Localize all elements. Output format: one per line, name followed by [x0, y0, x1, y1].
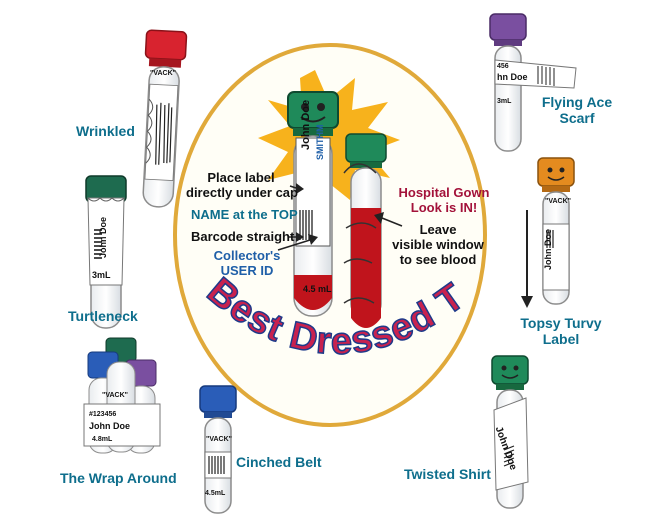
tube-scarf-volume: 3mL — [497, 98, 512, 105]
callout-barcode: Barcode straight — [191, 229, 295, 244]
tube-wrap-name: John Doe — [89, 421, 131, 431]
label-topsy-line1: Topsy Turvy — [520, 315, 602, 331]
label-twisted-shirt: Twisted Shirt — [404, 466, 491, 482]
tube-wrap-volume: 4.8mL — [92, 436, 113, 443]
callout-hospital-gown-line1: Hospital Gown — [398, 185, 490, 200]
topsy-arrowhead — [521, 296, 533, 308]
label-wrinkled: Wrinkled — [76, 123, 135, 139]
callout-name-top: NAME at the TOP — [191, 207, 298, 222]
tube-twisted-shirt — [491, 355, 529, 509]
arrow-place-label — [289, 185, 297, 189]
arrow-leave-window — [381, 217, 403, 227]
callout-place-label-line1: Place label — [207, 170, 275, 185]
label-topsy-line2: Label — [542, 331, 580, 347]
tube-flying-ace — [489, 13, 577, 152]
tube-best-dressed — [287, 91, 339, 317]
label-flying-ace-line1: Flying Ace — [541, 94, 613, 110]
arrowhead-collector — [308, 234, 318, 245]
tube-wrap-around — [83, 337, 161, 454]
callout-collector-line1: Collector's — [213, 248, 281, 263]
tube-cinched-belt — [199, 385, 237, 514]
tube-wrinkled-brand: "VACK" — [150, 70, 176, 77]
callout-place-label-line2: directly under cap — [186, 185, 298, 200]
tube-wrap-brand: "VACK" — [102, 392, 128, 399]
label-flying-ace-scarf: Flying Ace Scarf — [530, 94, 624, 126]
tube-wrinkled — [142, 29, 188, 208]
tube-center-collector-id: SMITHM — [315, 124, 325, 161]
tube-turtleneck-name: John Doe — [98, 216, 108, 258]
tube-scarf-name: hn Doe — [497, 72, 528, 82]
tube-cinched-brand: "VACK" — [206, 436, 232, 443]
arrow-collector — [277, 239, 311, 251]
tube-topsy-name: John Doe — [543, 228, 553, 270]
tube-center-volume: 4.5 mL — [303, 284, 332, 294]
arrowhead-place-label — [296, 183, 304, 194]
callout-leave-line3: to see blood — [399, 252, 477, 267]
callout-hospital-gown: Hospital Gown Look is IN! — [396, 185, 492, 215]
callout-place-label: Place label directly under cap — [186, 170, 298, 200]
label-wrap-around: The Wrap Around — [60, 470, 177, 486]
label-topsy-turvy: Topsy Turvy Label — [506, 315, 616, 347]
tube-turtleneck — [85, 175, 127, 329]
tube-topsy-turvy — [537, 157, 575, 305]
tube-hospital-gown — [343, 133, 387, 328]
tube-turtleneck-volume: 3mL — [92, 270, 111, 280]
callout-leave-line1: Leave — [419, 222, 457, 237]
tube-center-name: John Doe — [300, 99, 312, 150]
tube-cinched-volume: 4.5mL — [205, 490, 226, 497]
tube-wrap-id: #123456 — [89, 411, 117, 418]
tube-scarf-id: 456 — [497, 63, 509, 70]
arrowhead-leave-window — [374, 212, 384, 224]
callout-collector-line2: USER ID — [220, 263, 274, 278]
label-turtleneck: Turtleneck — [68, 308, 138, 324]
callout-leave-window: Leave visible window to see blood — [388, 222, 488, 267]
label-cinched-belt: Cinched Belt — [236, 454, 322, 470]
callout-hospital-gown-line2: Look is IN! — [410, 200, 478, 215]
arrowhead-barcode — [296, 232, 304, 242]
label-flying-ace-line2: Scarf — [559, 110, 595, 126]
tube-topsy-brand: "VACK" — [545, 198, 571, 205]
callout-leave-line2: visible window — [392, 237, 484, 252]
callout-collector: Collector's USER ID — [212, 248, 282, 278]
